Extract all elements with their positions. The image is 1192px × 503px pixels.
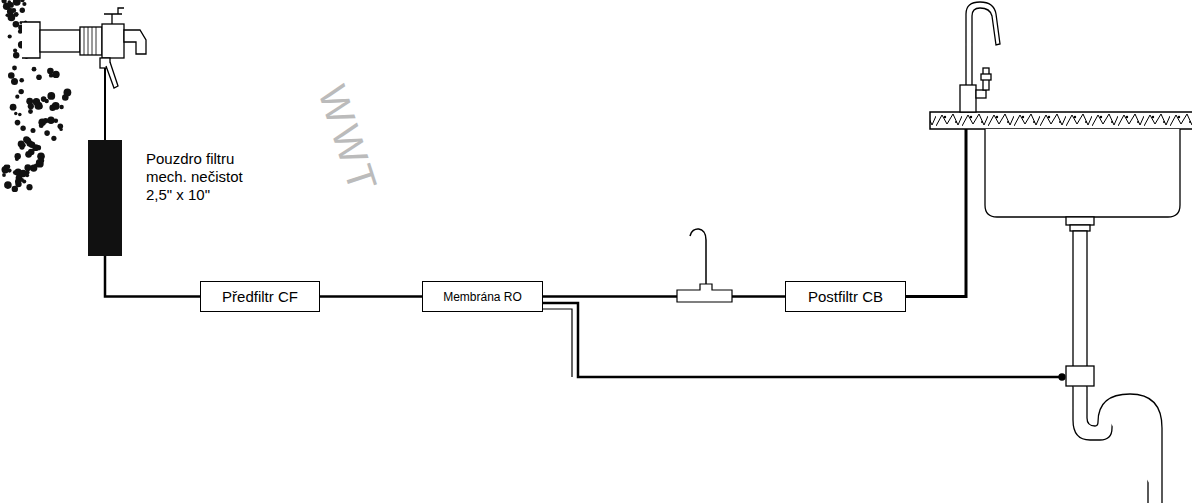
prefilter-box: Předfiltr CF <box>200 281 320 312</box>
pipe-connector <box>105 256 200 297</box>
feed-line <box>104 68 106 140</box>
countertop <box>930 112 1192 129</box>
box-label: Předfiltr CF <box>222 288 298 305</box>
sink-bowl <box>985 129 1180 217</box>
kitchen-faucet <box>960 2 1000 112</box>
pipe-connector <box>543 295 785 298</box>
supply-line <box>906 125 966 297</box>
membrane-box: Membrána RO <box>422 281 543 312</box>
drain-line <box>543 303 1062 377</box>
pipe-connector <box>320 295 422 298</box>
postfilter-box: Postfiltr CB <box>785 281 906 312</box>
drain-pipe <box>1059 217 1162 503</box>
watermark: WWT <box>309 80 386 200</box>
wall-stones <box>1 0 71 192</box>
t-piece <box>677 229 732 302</box>
box-label: Membrána RO <box>443 290 522 304</box>
box-label: Postfiltr CB <box>808 288 883 305</box>
filter-housing: Pouzdro filtru mech. nečistot 2,5" x 10" <box>88 140 122 256</box>
wall-valve <box>22 8 146 88</box>
housing-label: Pouzdro filtru mech. nečistot 2,5" x 10" <box>146 150 258 204</box>
